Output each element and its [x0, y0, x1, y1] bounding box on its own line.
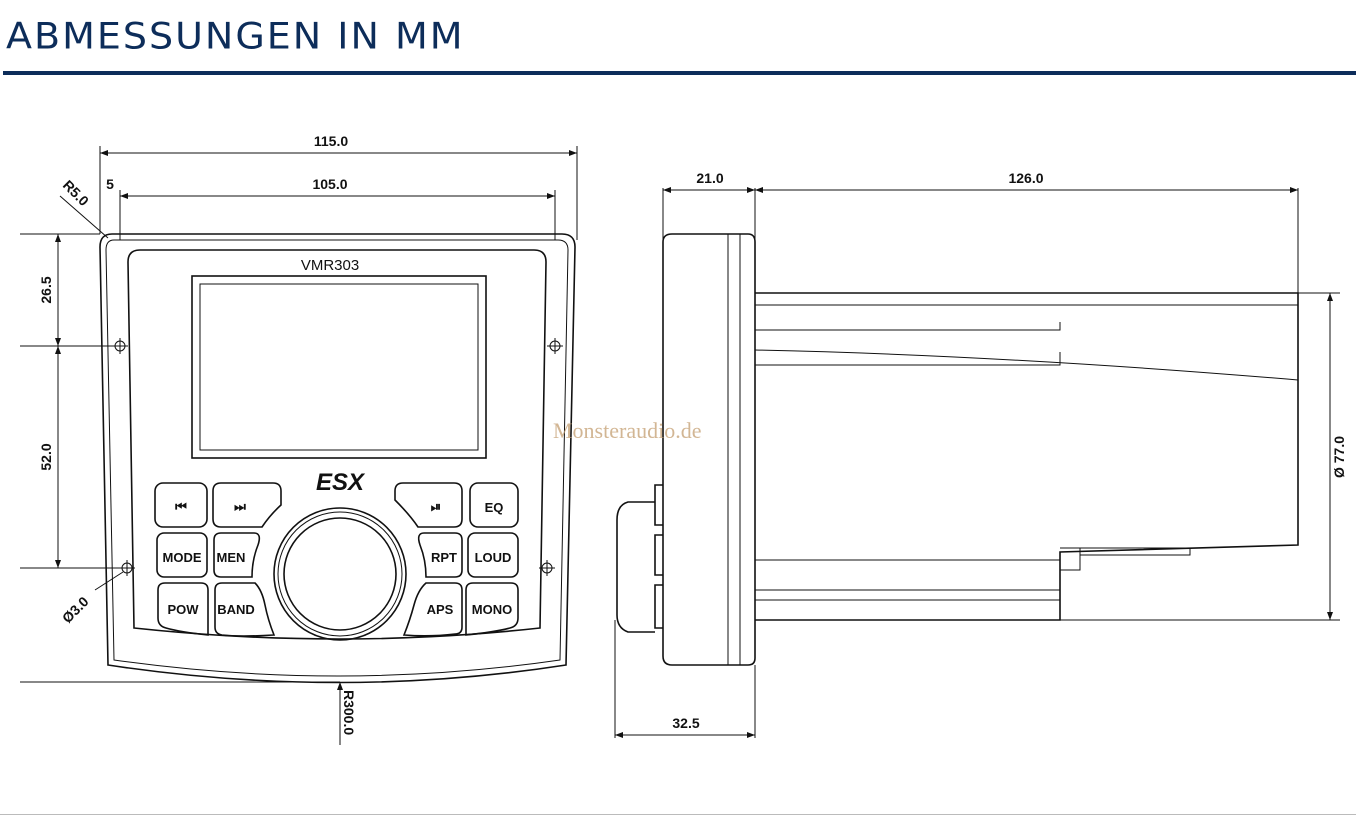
- dim-body-diameter: Ø 77.0: [1331, 436, 1347, 478]
- prev-track-icon: ⏮: [175, 499, 187, 514]
- dim-bottom-radius: R300.0: [341, 690, 357, 735]
- rpt-label: RPT: [431, 550, 457, 565]
- band-button[interactable]: BAND: [214, 582, 276, 637]
- page-title: ABMESSUNGEN IN MM: [6, 15, 465, 57]
- play-pause-icon: ⏯: [431, 499, 441, 514]
- display-screen: [191, 275, 487, 459]
- footer-divider: [0, 814, 1356, 815]
- dim-hole-spacing: 52.0: [38, 443, 54, 470]
- aps-button[interactable]: APS: [402, 582, 463, 637]
- play-pause-button[interactable]: ⏯: [394, 482, 463, 528]
- dim-offset: 5: [106, 176, 114, 192]
- watermark: Monsteraudio.de: [553, 418, 701, 443]
- eq-label: EQ: [485, 500, 504, 515]
- mounting-holes: [112, 338, 563, 576]
- next-track-button[interactable]: ⏭: [212, 482, 282, 528]
- logo-text: ESX: [316, 469, 366, 496]
- next-track-icon: ⏭: [234, 499, 246, 514]
- mode-button[interactable]: MODE: [156, 532, 208, 578]
- dim-knob-depth: 32.5: [672, 715, 699, 731]
- dim-front-depth: 21.0: [696, 170, 723, 186]
- dim-top-to-hole: 26.5: [38, 276, 54, 303]
- model-label: VMR303: [301, 257, 359, 274]
- eq-button[interactable]: EQ: [469, 482, 519, 528]
- loud-label: LOUD: [475, 550, 512, 565]
- mono-label: MONO: [472, 602, 512, 617]
- pow-button[interactable]: POW: [157, 582, 209, 636]
- dim-inner-width: 105.0: [312, 176, 347, 192]
- pow-label: POW: [167, 602, 199, 617]
- volume-knob[interactable]: [273, 507, 407, 641]
- men-label: MEN: [217, 550, 246, 565]
- band-label: BAND: [217, 602, 255, 617]
- loud-button[interactable]: LOUD: [467, 532, 519, 578]
- dim-total-width: 115.0: [314, 133, 348, 149]
- prev-track-button[interactable]: ⏮: [154, 482, 208, 528]
- side-view: 21.0 126.0 Ø 77.0 32.5: [614, 170, 1347, 738]
- aps-label: APS: [427, 602, 454, 617]
- dim-corner-radius: R5.0: [60, 177, 92, 209]
- mode-label: MODE: [163, 550, 202, 565]
- dim-body-depth: 126.0: [1008, 170, 1043, 186]
- rpt-button[interactable]: RPT: [417, 532, 463, 578]
- men-button[interactable]: MEN: [213, 532, 261, 578]
- dim-hole-diameter: Ø3.0: [59, 593, 92, 626]
- front-view: VMR303 ESX ⏮ ⏭ ⏯ EQ MODE MEN RPT LOUD PO…: [20, 133, 578, 745]
- esx-logo: ESX: [316, 469, 366, 496]
- title-underline: [3, 71, 1356, 75]
- mono-button[interactable]: MONO: [465, 582, 519, 636]
